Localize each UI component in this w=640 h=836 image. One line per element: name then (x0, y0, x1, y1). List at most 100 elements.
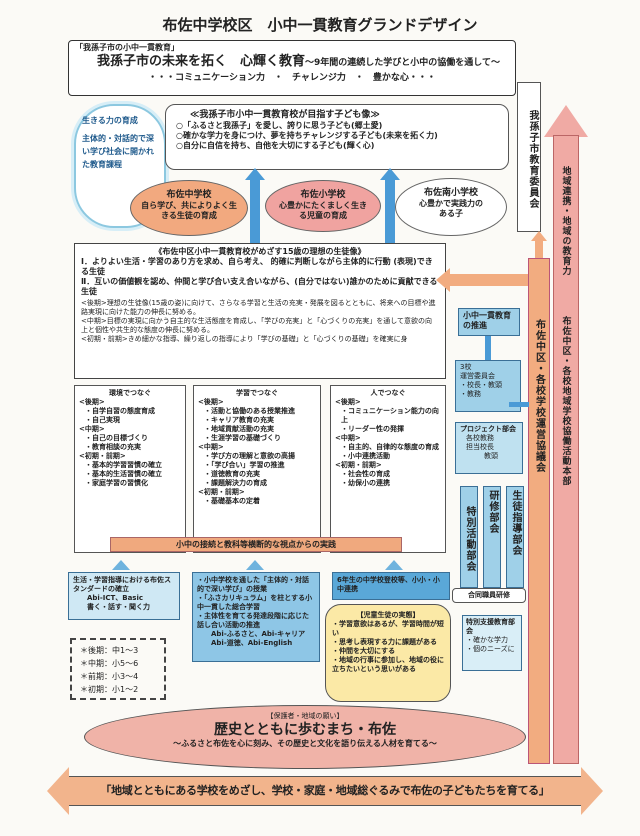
support-line: Abi-ICT、Basic (87, 594, 144, 602)
banner-label: 「我孫子市の小中一貫教育」 (75, 43, 179, 52)
ideal-item: Ⅱ．互いの価値観を認め、仲間と学び合い支え合いながら、(自分ではない)誰かのため… (81, 277, 438, 296)
city-vision-banner: 「我孫子市の小中一貫教育」 我孫子市の未来を拓く 心輝く教育～9年間の連続した学… (68, 40, 516, 96)
school-goal: 心豊かにたくましく生きる児童の育成 (279, 201, 367, 220)
project-line: 教頭 (484, 452, 498, 460)
column-item: ・教育相談の充実 (85, 443, 141, 451)
up-arrow-board (535, 240, 543, 260)
column-list: <後期>・活動と協働のある授業推進・キャリア教育の充実・地域貢献活動の充実・生涯… (198, 398, 316, 506)
goals-title: ≪我孫子市小中一貫教育校が目指す子ども像≫ (190, 110, 380, 120)
support-line: ・小中学校を通した「主体的・対話的で深い学び」の授業 (197, 576, 309, 593)
community-wish-ellipse: 【保護者・地域の願い】 歴史とともに歩むまち・布佐 ～ふるさと布佐を心に刻み、そ… (84, 705, 526, 769)
cloud-body: 主体的・対話的で深い学び社会に開かれた教育課程 (82, 134, 154, 169)
school-bubble-fusa-minami-es: 布佐南小学校 心豊かで実践力のある子 (395, 178, 507, 236)
wish-label: 【保護者・地域の願い】 (266, 712, 344, 720)
school-name: 布佐南小学校 (423, 188, 478, 198)
student-item: ・思考し表現する力に課題がある (332, 638, 437, 646)
special-line: ・確かな学力 (466, 636, 508, 644)
phase-heading: <中期> (335, 434, 361, 442)
page-title: 布佐中学校区 小中一貫教育グランドデザイン (162, 16, 478, 34)
legend-item: ＊初期：小1～2 (80, 685, 139, 694)
community-label: 布佐中区・各校地域学校協働活動本部 (560, 316, 571, 486)
board-of-education: 我孫子市教育委員会 (517, 82, 541, 232)
column-title: 学習でつなぐ (236, 389, 278, 397)
project-committee-box: プロジェクト部会 各校教務 担当校長 教頭 (455, 422, 523, 474)
column-item: ・自己の目標づくり (85, 434, 148, 442)
school-council-column: 布佐中区・各校学校運営協議会 (528, 258, 550, 764)
committee-line: ・教務 (460, 390, 481, 398)
school-goal: 心豊かで実践力のある子 (419, 199, 483, 218)
column-item: ・道徳教育の充実 (204, 470, 260, 478)
column-item: ・基礎基本の定着 (204, 497, 260, 505)
student-item: ・仲間を大切にする (332, 647, 396, 655)
joint-training-box: 合同職員研修 (452, 588, 526, 603)
special-line: 特別支援教育部会 (466, 618, 515, 635)
ideal-student-box: 《布佐中区小中一貫教育校がめざす15歳の理想の生徒像》 Ⅰ．よりよい生活・学習の… (74, 243, 446, 379)
support-line: Abi-ふるさと、Abi-キャリア (211, 630, 306, 638)
column-item: ・基本的生活習慣の確立 (85, 470, 162, 478)
column-item: ・社会性の育成 (341, 470, 390, 478)
committee-line: 3校 (460, 363, 472, 371)
column-item: ・幼保小の連携 (341, 479, 390, 487)
legend-item: ＊後期：中1～3 (80, 646, 139, 655)
banner-sub: ～9年間の連続した学びと小中の協働を通して～ (305, 58, 501, 68)
support-line: ・主体性を育てる発達段階に応じた話し合い活動の推進 (197, 612, 309, 629)
column-list: <後期>・コミュニケーション能力の向上・リーダー性の発揮<中期>・自主的、自律的… (335, 398, 441, 488)
column-item: ・小中連携活動 (341, 452, 390, 460)
wish-sub: ～ふるさと布佐を心に刻み、その歴史と文化を語り伝える人材を育てる～ (173, 739, 437, 748)
column-environment: 環境でつなぐ <後期>・自学自習の態度育成・自己実現<中期>・自己の目標づくり・… (74, 385, 186, 553)
committee-line: 運営委員会 (460, 372, 495, 380)
wish-title: 歴史とともに歩むまち・布佐 (214, 722, 396, 738)
arrow-head (245, 168, 265, 180)
school-name: 布佐小学校 (300, 190, 346, 200)
phase-heading: <後期> (335, 398, 361, 406)
column-item: ・地域貢献活動の充実 (204, 425, 274, 433)
column-item: ・自学自習の態度育成 (85, 407, 155, 415)
legend-item: ＊前期：小3～4 (80, 672, 139, 681)
column-item: ・自己実現 (85, 416, 120, 424)
phase-heading: <中期> (79, 425, 105, 433)
phase-legend: ＊後期：中1～3 ＊中期：小5～6 ＊前期：小3～4 ＊初期：小1～2 (70, 638, 166, 700)
community-label: 地域連携・地域の教育力 (560, 166, 571, 276)
arrow-head (380, 168, 400, 180)
target-child-image-box: ≪我孫子市小中一貫教育校が目指す子ども像≫ ○「ふるさと我孫子」を愛し、誇りに思… (165, 104, 509, 170)
column-item: ・コミュニケーション能力の向上 (341, 407, 439, 424)
phase-text: <中期>目標の実現に向かう自主的な生活態度を育成し、「学びの充実」と「心づくりの… (81, 317, 433, 334)
phase-heading: <後期> (198, 398, 224, 406)
support-line: 書く・話す・聞く力 (87, 603, 150, 611)
bottom-slogan-arrow: 「地域とともにある学校をめざし、学校・家庭・地域総ぐるみで布佐の子どもたちを育て… (47, 767, 603, 815)
support-box-standard: 生活・学習指導における布佐スタンダードの確立 Abi-ICT、Basic 書く・… (68, 572, 180, 620)
column-item: ・学び方の理解と意欲の高揚 (204, 452, 295, 460)
up-arrow-icon (485, 336, 491, 362)
column-item: ・自主的、自律的な態度の育成 (341, 443, 439, 451)
phase-heading: <中期> (198, 443, 224, 451)
students-title: 【児童生徒の実態】 (356, 611, 420, 619)
column-title: 環境でつなぐ (109, 389, 151, 397)
project-line: 各校教務 (466, 434, 494, 442)
goal-item: ○自分に自信を持ち、自他を大切にする子ども(輝く心) (176, 141, 375, 150)
school-goal: 自ら学び、共によりよく生きる生徒の育成 (141, 201, 237, 220)
column-item: ・家庭学習の習慣化 (85, 479, 148, 487)
phase-text: <初期・前期>きめ細かな指導、繰り返しの指導により「学びの基礎」と「心づくりの基… (81, 335, 408, 343)
double-arrow-icon (509, 402, 529, 407)
column-people: 人でつなぐ <後期>・コミュニケーション能力の向上・リーダー性の発揮<中期>・自… (330, 385, 446, 553)
banner-main: 我孫子市の未来を拓く 心輝く教育 (97, 54, 306, 69)
column-learning: 学習でつなぐ <後期>・活動と協働のある授業推進・キャリア教育の充実・地域貢献活… (193, 385, 321, 553)
support-box-learning: ・小中学校を通した「主体的・対話的で深い学び」の授業 ・「ふさカリキュラム」を柱… (192, 572, 320, 662)
column-item: ・「学び合い」学習の推進 (204, 461, 285, 469)
support-line: 6年生の中学校登校等、小小・小中連携 (337, 576, 440, 593)
zest-for-living-cloud: 生きる力の育成 主体的・対話的で深い学び社会に開かれた教育課程 (74, 104, 166, 228)
up-arrow-icon (112, 560, 130, 570)
promotion-box: 小中一貫教育の推進 (458, 308, 520, 336)
phase-heading: <初期・前期> (198, 488, 245, 496)
project-line: プロジェクト部会 (460, 425, 516, 433)
arrow-head (544, 105, 588, 137)
column-item: ・生涯学習の基礎づくり (204, 434, 281, 442)
dept-special-activities: 特別活動部会 (460, 486, 478, 588)
column-item: ・キャリア教育の充実 (204, 416, 274, 424)
support-line: 生活・学習指導における布佐スタンダードの確立 (73, 576, 171, 593)
banner-powers: ・・・コミュニケーション力 ・ チャレンジ力 ・ 豊かな心・・・ (148, 73, 436, 83)
up-arrow-icon (246, 560, 264, 570)
special-line: ・個のニーズに (466, 645, 515, 653)
support-box-collab: 6年生の中学校登校等、小小・小中連携 (332, 572, 450, 600)
column-title: 人でつなぐ (370, 389, 406, 397)
